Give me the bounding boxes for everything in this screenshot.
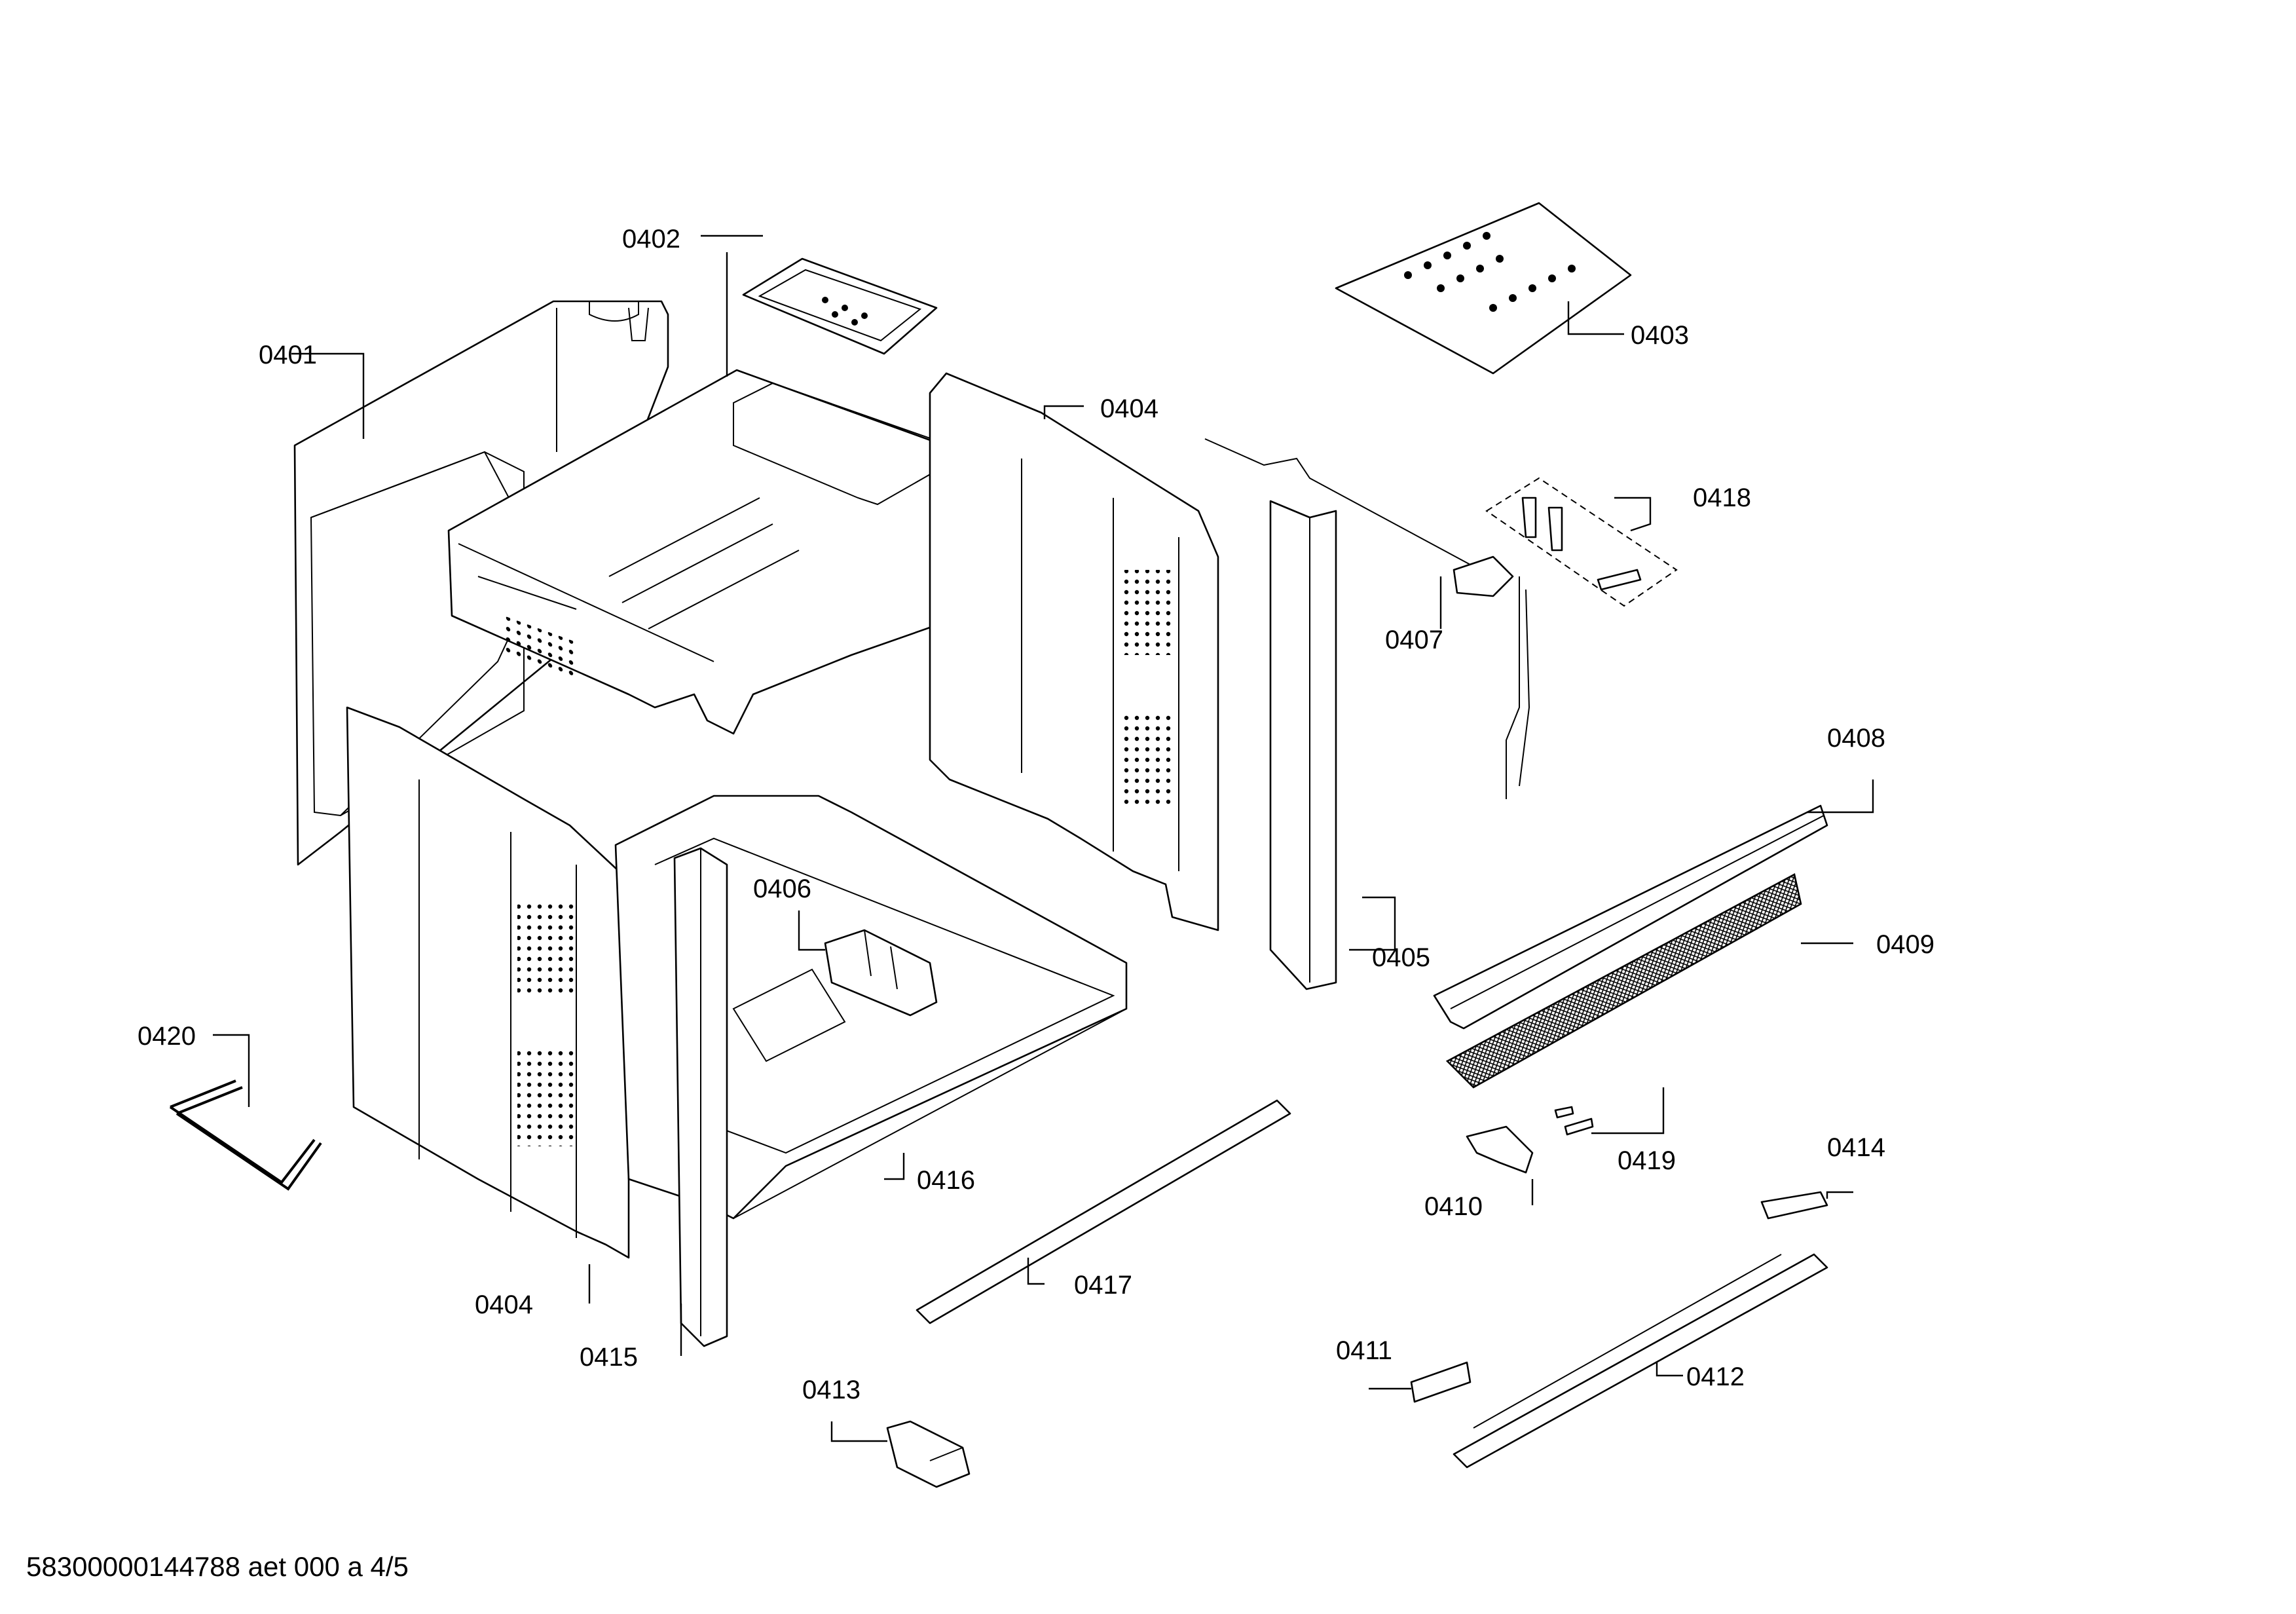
part-0405-frame-strip bbox=[1269, 500, 1337, 990]
part-0410-bracket bbox=[1466, 1125, 1534, 1174]
callout-0414: 0414 bbox=[1827, 1133, 1885, 1162]
callout-labels: 0402 0401 0403 0404 0418 0407 0408 0409 … bbox=[138, 225, 1935, 1404]
callout-0419: 0419 bbox=[1618, 1146, 1676, 1175]
part-0420-wire-hook bbox=[169, 1079, 322, 1191]
callout-0404-lower: 0404 bbox=[475, 1290, 533, 1319]
part-0414-bracket bbox=[1760, 1191, 1828, 1220]
callout-0417: 0417 bbox=[1074, 1271, 1132, 1300]
part-0412-rail bbox=[1453, 1253, 1828, 1469]
part-0407-sensor bbox=[1204, 438, 1530, 799]
part-0402-top-plate bbox=[742, 257, 938, 355]
part-0408-trim bbox=[1433, 804, 1828, 1030]
document-id: 58300000144788 aet 000 a 4/5 bbox=[26, 1551, 409, 1582]
callout-0413: 0413 bbox=[802, 1376, 861, 1404]
part-0419-screws bbox=[1554, 1106, 1594, 1136]
callout-0407: 0407 bbox=[1385, 626, 1443, 654]
callout-0406: 0406 bbox=[753, 874, 811, 903]
callout-0401: 0401 bbox=[259, 341, 317, 369]
part-0411-clip bbox=[1410, 1361, 1472, 1403]
callout-0418: 0418 bbox=[1693, 483, 1751, 512]
part-0417-rail bbox=[916, 1099, 1291, 1324]
leader-lines bbox=[213, 235, 1874, 1442]
callout-0408: 0408 bbox=[1827, 724, 1885, 753]
part-0406-switch bbox=[824, 929, 938, 1017]
callout-0410: 0410 bbox=[1424, 1192, 1483, 1221]
part-0413-latch bbox=[886, 1420, 971, 1488]
callout-0412: 0412 bbox=[1686, 1362, 1745, 1391]
callout-0420: 0420 bbox=[138, 1022, 196, 1051]
part-0404-left-panel bbox=[346, 706, 630, 1259]
part-0415-front-column bbox=[673, 847, 728, 1347]
callout-0403: 0403 bbox=[1631, 321, 1689, 350]
callout-0411: 0411 bbox=[1336, 1336, 1392, 1365]
callout-0416: 0416 bbox=[917, 1166, 975, 1195]
callout-0409: 0409 bbox=[1876, 930, 1935, 959]
callout-0404-upper: 0404 bbox=[1100, 394, 1158, 423]
part-0409-vent-strip bbox=[1445, 873, 1802, 1089]
callout-0405: 0405 bbox=[1372, 943, 1430, 972]
callout-0415: 0415 bbox=[580, 1343, 638, 1372]
callout-0402: 0402 bbox=[622, 225, 680, 253]
part-0403-screw-bag bbox=[1335, 202, 1632, 375]
part-0404-right-panel bbox=[929, 372, 1219, 931]
part-0418-screws bbox=[1485, 477, 1678, 607]
